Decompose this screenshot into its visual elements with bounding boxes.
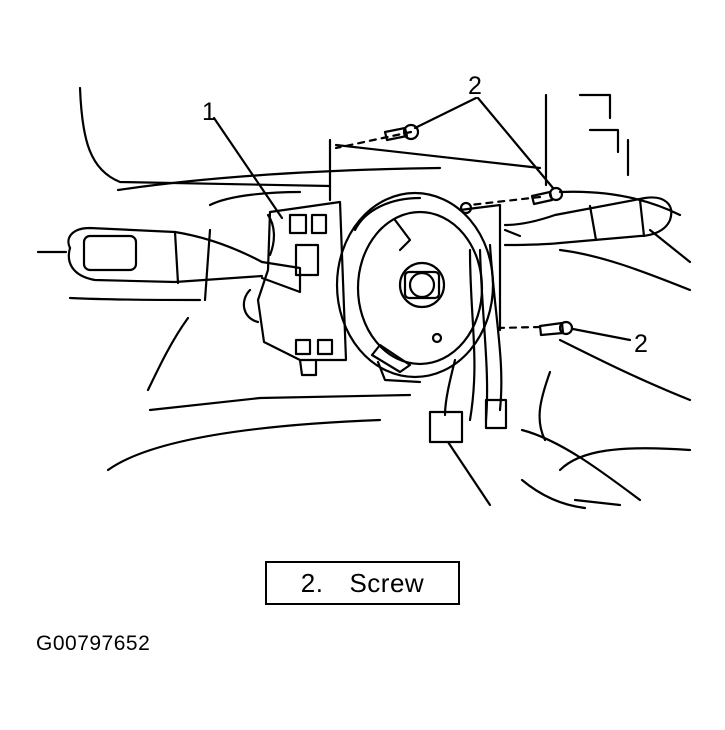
legend-number: 2. xyxy=(300,567,324,598)
screw-middle xyxy=(530,186,564,206)
leader-lines xyxy=(212,96,632,342)
legend-box: 2. Screw xyxy=(265,561,460,605)
callout-part-2-top: 2 xyxy=(468,72,482,100)
callout-part-1: 1 xyxy=(202,98,216,126)
wire-harness xyxy=(428,243,508,507)
right-lever xyxy=(503,196,673,247)
legend-label: Screw xyxy=(349,567,425,598)
left-lever xyxy=(36,226,302,294)
figure-id: G00797652 xyxy=(36,632,151,655)
screw-right xyxy=(538,320,574,337)
dashboard-outline xyxy=(68,86,692,510)
callout-part-2-right: 2 xyxy=(634,330,648,358)
switch-body xyxy=(242,200,348,377)
screw-top xyxy=(383,123,420,142)
spiral-cable xyxy=(335,191,502,384)
